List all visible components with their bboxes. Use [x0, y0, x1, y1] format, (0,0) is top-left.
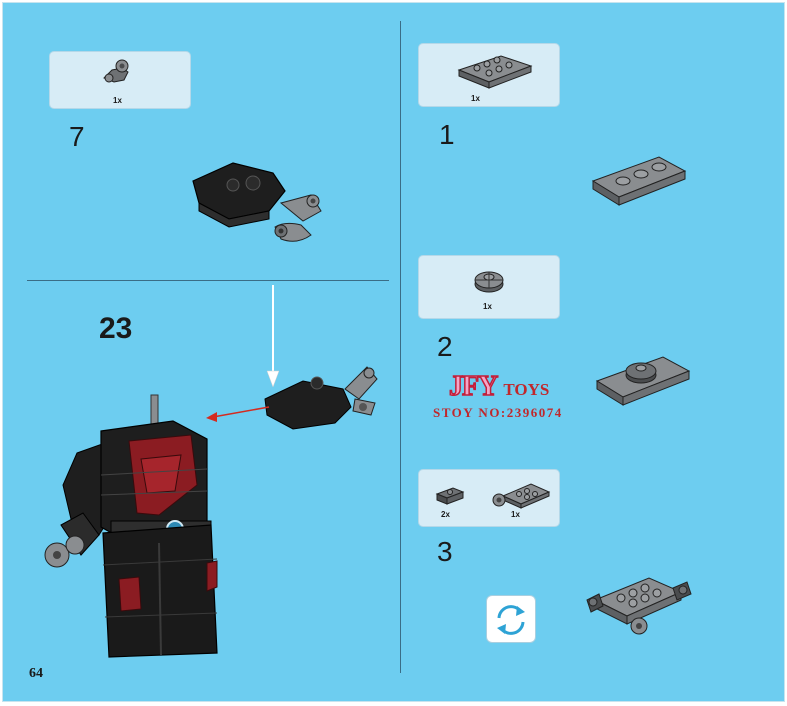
section-divider [27, 280, 389, 281]
robot-model-assembly [44, 394, 218, 658]
step-number-7: 7 [69, 121, 85, 152]
stock-number: STOY NO:2396074 [433, 405, 563, 420]
plate-2x4-icon [457, 55, 533, 89]
column-divider [400, 21, 401, 673]
parts-callout-step-3: 2x 1x [418, 469, 560, 527]
arrow-left-icon [206, 406, 270, 422]
callout-quantity: 1x [471, 94, 480, 103]
callout-quantity: 2x [441, 510, 450, 519]
sub-assembly-step-1 [591, 156, 687, 206]
callout-quantity: 1x [483, 302, 492, 311]
page-number: 64 [29, 666, 43, 681]
callout-quantity: 1x [113, 96, 122, 105]
sub-assembly-step-3 [586, 577, 692, 635]
step-number-23: 23 [99, 312, 133, 345]
step-number-2: 2 [437, 331, 453, 362]
arrow-down-icon [266, 285, 280, 388]
step-number-3: 3 [437, 536, 453, 567]
parts-callout-step-2: 1x [418, 255, 560, 319]
parts-callout-step-1: 1x [418, 43, 560, 107]
brand-logo-text: JFY [448, 370, 499, 403]
rotate-arrows-icon [497, 605, 525, 635]
sub-assembly-step-7 [192, 162, 322, 242]
callout-quantity: 1x [511, 510, 520, 519]
arm-assembly-attach [264, 366, 378, 430]
rotate-model-icon [486, 595, 536, 643]
bracket-piece-icon [435, 487, 465, 505]
brand-suffix: TOYS [503, 380, 550, 399]
sub-assembly-step-2 [595, 356, 691, 406]
step-number-1: 1 [439, 119, 455, 150]
plate-with-clip-icon [492, 483, 551, 509]
parts-callout-step-7: 1x [49, 51, 191, 109]
clip-piece-icon [103, 59, 129, 83]
round-plate-icon [474, 271, 504, 293]
